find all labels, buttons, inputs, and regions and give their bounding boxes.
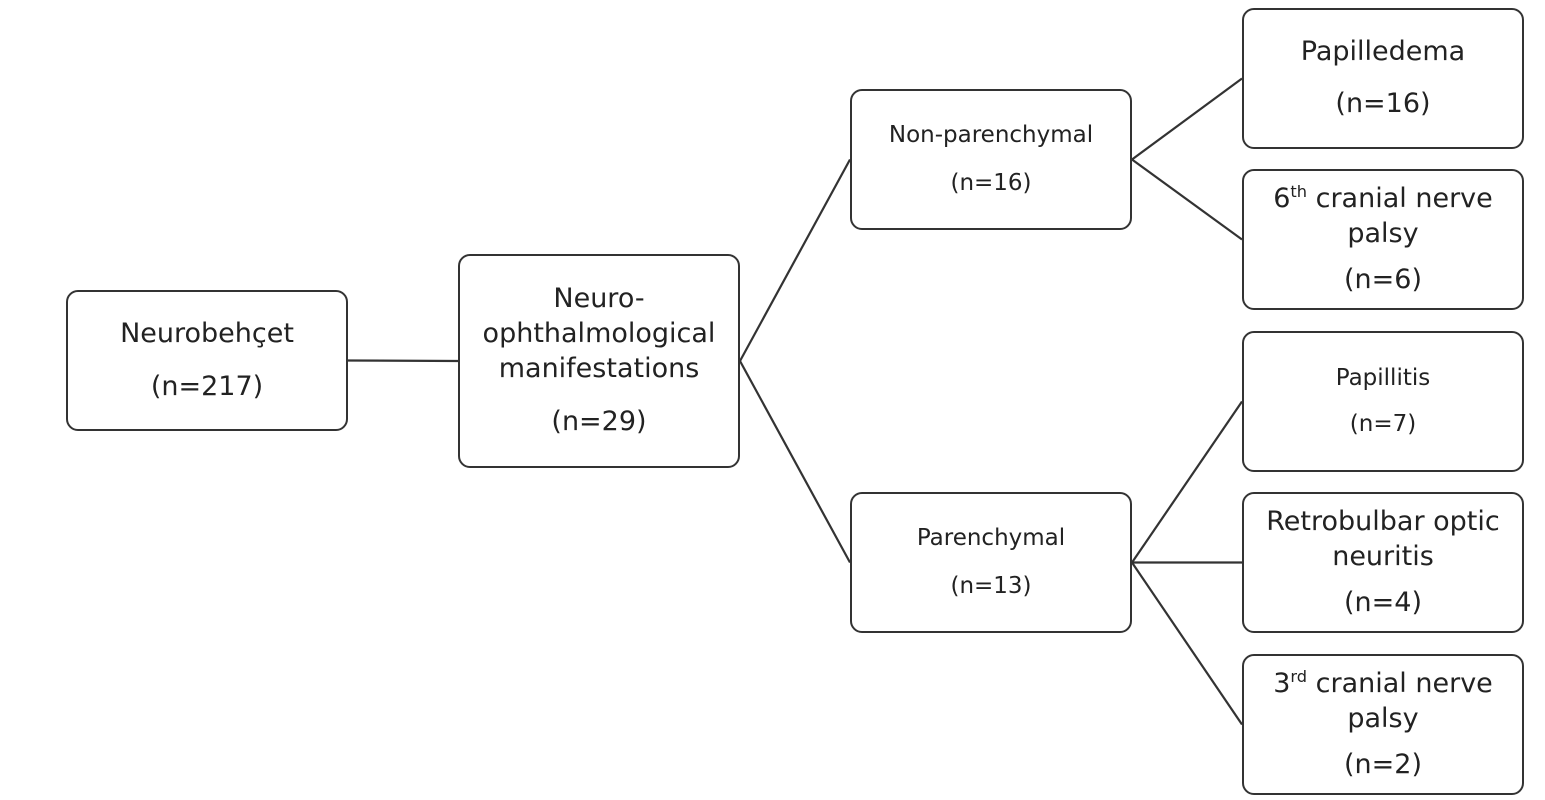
node-label-line-3: manifestations: [498, 353, 700, 385]
node-label: Neurobehçet: [120, 318, 294, 350]
node-label: Papillitis: [1335, 364, 1431, 391]
label-rest: cranial nerve: [1307, 182, 1493, 214]
node-count: (n=13): [950, 572, 1032, 599]
node-label-line-1: 3rd cranial nerve: [1273, 666, 1493, 702]
edge-neuro-to-parenchymal: [739, 360, 851, 564]
node-label-line-2: palsy: [1347, 218, 1419, 250]
node-label-line-1: 6th cranial nerve: [1273, 181, 1493, 217]
ordinal-suffix: rd: [1290, 666, 1308, 686]
node-count: (n=16): [1335, 88, 1431, 120]
node-neurobehcet: Neurobehçet (n=217): [66, 290, 348, 431]
node-count: (n=2): [1344, 748, 1422, 780]
node-count: (n=4): [1344, 586, 1422, 618]
node-count: (n=7): [1349, 411, 1417, 438]
node-label-line-2: ophthalmological: [482, 318, 716, 350]
edge-parenchymal-to-papillitis: [1131, 400, 1243, 564]
edge-non_parenchymal-to-papilledema: [1131, 77, 1243, 161]
node-retrobulbar-optic-neuritis: Retrobulbar optic neuritis (n=4): [1242, 492, 1524, 633]
ordinal-suffix: th: [1290, 181, 1308, 201]
node-count: (n=217): [150, 370, 264, 402]
node-label: Non-parenchymal: [888, 122, 1094, 149]
node-neuro-ophthalmological-manifestations: Neuro- ophthalmological manifestations (…: [458, 254, 740, 468]
edge-root-to-neuro: [347, 359, 459, 363]
ordinal-number: 3: [1273, 667, 1291, 699]
node-label: Papilledema: [1300, 36, 1466, 68]
node-label-line-2: palsy: [1347, 703, 1419, 735]
node-6th-cranial-nerve-palsy: 6th cranial nerve palsy (n=6): [1242, 169, 1524, 310]
node-count: (n=29): [551, 406, 647, 438]
node-parenchymal: Parenchymal (n=13): [850, 492, 1132, 633]
node-count: (n=16): [950, 169, 1032, 196]
edge-parenchymal-to-third_nerve: [1131, 561, 1243, 726]
node-papillitis: Papillitis (n=7): [1242, 331, 1524, 472]
edge-neuro-to-non_parenchymal: [739, 158, 851, 362]
ordinal-number: 6: [1273, 182, 1291, 214]
node-count: (n=6): [1344, 263, 1422, 295]
node-3rd-cranial-nerve-palsy: 3rd cranial nerve palsy (n=2): [1242, 654, 1524, 795]
edge-non_parenchymal-to-sixth_nerve: [1131, 158, 1243, 241]
node-non-parenchymal: Non-parenchymal (n=16): [850, 89, 1132, 230]
label-rest: cranial nerve: [1307, 667, 1493, 699]
node-papilledema: Papilledema (n=16): [1242, 8, 1524, 149]
node-label-line-1: Retrobulbar optic: [1266, 505, 1500, 537]
node-label-line-2: neuritis: [1332, 541, 1434, 573]
node-label-line-1: Neuro-: [553, 283, 645, 315]
node-label: Parenchymal: [916, 525, 1066, 552]
